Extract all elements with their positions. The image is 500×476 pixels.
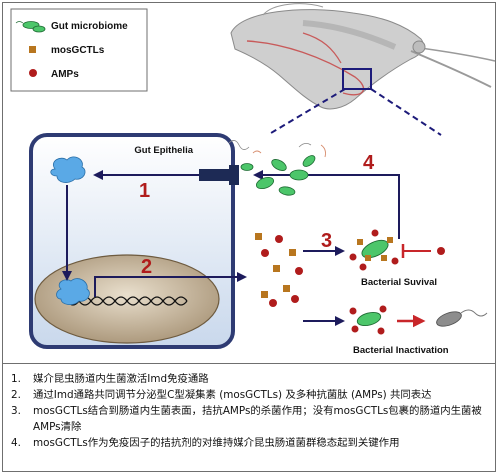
gut-zoom-box bbox=[342, 68, 372, 90]
step-number: 4 bbox=[363, 152, 375, 174]
note-item: 1. 媒介昆虫肠道内生菌激活Imd免疫通路 bbox=[11, 371, 485, 387]
notes-list: 1. 媒介昆虫肠道内生菌激活Imd免疫通路 2. 通过Imd通路共同调节分泌型C… bbox=[3, 365, 495, 451]
gut-microbiome-cluster bbox=[228, 140, 326, 196]
note-number: 2. bbox=[11, 389, 21, 401]
note-text: mosGCTLs结合到肠道内生菌表面，拮抗AMPs的杀菌作用；没有mosGCTL… bbox=[33, 405, 482, 433]
note-number: 4. bbox=[11, 437, 21, 449]
note-text: mosGCTLs作为免疫因子的拮抗剂的对维持媒介昆虫肠道菌群稳态起到关键作用 bbox=[33, 437, 400, 449]
nucleus bbox=[34, 254, 220, 344]
note-item: 3. mosGCTLs结合到肠道内生菌表面，拮抗AMPs的杀菌作用；没有mosG… bbox=[11, 403, 485, 435]
step-number: 3 bbox=[321, 230, 332, 252]
gut-epithelia-label: Gut Epithelia bbox=[134, 145, 193, 156]
note-number: 3. bbox=[11, 405, 21, 417]
dot-icon bbox=[29, 69, 37, 77]
mechanism-diagram: Gut microbiome mosGCTLs AMPs bbox=[10, 3, 496, 356]
bacterial-inactivation-label: Bacterial Inactivation bbox=[353, 345, 449, 356]
note-text: 通过Imd通路共同调节分泌型C型凝集素 (mosGCTLs) 及多种抗菌肽 (A… bbox=[33, 389, 432, 401]
inactivated-bacterium-icon bbox=[436, 309, 488, 327]
legend: Gut microbiome mosGCTLs AMPs bbox=[10, 8, 148, 92]
step-number: 2 bbox=[141, 256, 152, 278]
pathway-arrows bbox=[62, 170, 400, 326]
step-number: 1 bbox=[139, 180, 150, 202]
legend-label: Gut microbiome bbox=[51, 21, 128, 32]
bacterial-survival-label: Bacterial Suvival bbox=[361, 277, 437, 288]
receptor-icon bbox=[199, 165, 239, 185]
gut-epithelial-cell: Gut Epithelia bbox=[29, 133, 239, 349]
legend-item-amps: AMPs bbox=[29, 69, 79, 80]
note-number: 1. bbox=[11, 373, 21, 385]
bacterial-inactivation-group: Bacterial Inactivation bbox=[349, 305, 488, 356]
square-icon bbox=[29, 46, 36, 53]
bacterial-survival-group: Bacterial Suvival bbox=[349, 229, 445, 288]
note-text: 媒介昆虫肠道内生菌激活Imd免疫通路 bbox=[33, 373, 209, 385]
legend-label: mosGCTLs bbox=[51, 45, 105, 56]
note-item: 2. 通过Imd通路共同调节分泌型C型凝集素 (mosGCTLs) 及多种抗菌肽… bbox=[11, 387, 485, 403]
figure-frame: Gut microbiome mosGCTLs AMPs bbox=[2, 2, 496, 472]
signal-complex-icon bbox=[50, 156, 86, 183]
note-item: 4. mosGCTLs作为免疫因子的拮抗剂的对维持媒介昆虫肠道菌群稳态起到关键作… bbox=[11, 435, 485, 451]
transcription-factor-icon bbox=[56, 278, 90, 305]
legend-item-gut-microbiome: Gut microbiome bbox=[15, 21, 128, 33]
secreted-molecules bbox=[255, 233, 303, 307]
legend-label: AMPs bbox=[51, 69, 79, 80]
divider bbox=[3, 363, 495, 364]
bacterium-icon bbox=[15, 21, 46, 33]
mosquito-icon bbox=[230, 3, 496, 110]
legend-item-mosgctls: mosGCTLs bbox=[29, 45, 105, 56]
